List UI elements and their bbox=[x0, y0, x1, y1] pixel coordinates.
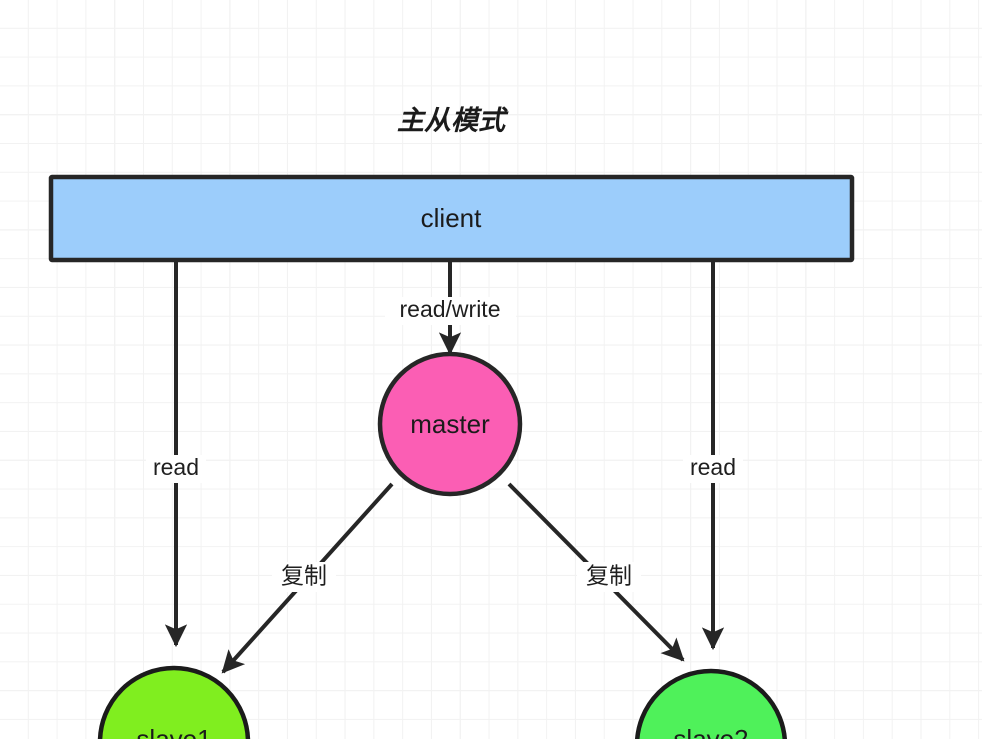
client-label: client bbox=[421, 203, 482, 233]
node-client[interactable]: client bbox=[48, 174, 855, 263]
edge-label-client-slave1-text: read bbox=[153, 454, 199, 480]
client-box-shape[interactable] bbox=[48, 174, 855, 263]
slave2-circle-shape[interactable] bbox=[634, 668, 788, 739]
edge-label-client-slave1-bg bbox=[146, 455, 206, 483]
edge-label-client-master: read/write bbox=[385, 296, 516, 325]
slave1-label: slave1 bbox=[136, 724, 211, 739]
edge-label-master-slave1-bg bbox=[272, 562, 336, 592]
edge-label-client-master-text: read/write bbox=[400, 296, 501, 322]
diagram-title: 主从模式 bbox=[397, 106, 509, 137]
edge-label-client-slave2-text: read bbox=[690, 454, 736, 480]
diagram-title-text: 主从模式 bbox=[397, 106, 509, 137]
edge-label-master-slave1: 复制 bbox=[272, 562, 336, 592]
node-slave2[interactable]: slave2 bbox=[634, 668, 788, 739]
node-slave1[interactable]: slave1 bbox=[97, 665, 251, 739]
slave1-circle-shape[interactable] bbox=[97, 665, 251, 739]
edge-label-master-slave1-text: 复制 bbox=[281, 564, 327, 590]
edge-label-client-slave2-bg bbox=[683, 455, 743, 483]
edge-label-master-slave2: 复制 bbox=[577, 562, 641, 592]
node-master[interactable]: master bbox=[377, 351, 523, 497]
slave2-label: slave2 bbox=[673, 724, 748, 739]
edge-label-master-slave2-text: 复制 bbox=[586, 564, 632, 590]
edge-label-client-slave2: read bbox=[683, 454, 743, 483]
master-circle-shape[interactable] bbox=[377, 351, 523, 497]
edge-label-master-slave2-bg bbox=[577, 562, 641, 592]
master-label: master bbox=[410, 409, 490, 439]
edge-label-client-master-bg bbox=[385, 297, 516, 325]
edge-label-client-slave1: read bbox=[146, 454, 206, 483]
